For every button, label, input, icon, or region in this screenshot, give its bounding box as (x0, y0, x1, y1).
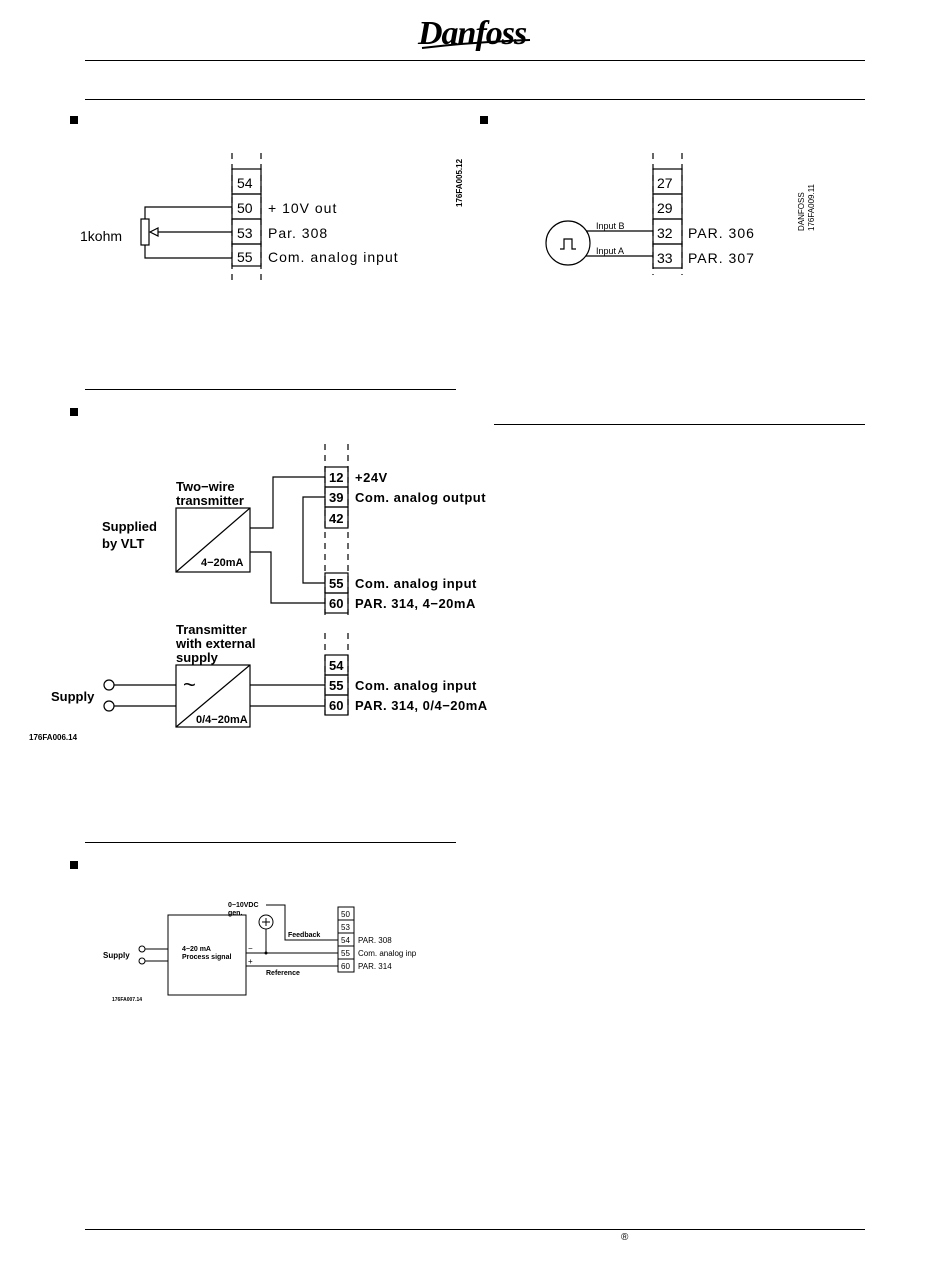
terminal-50: 50 (237, 200, 253, 216)
terminal-33: 33 (657, 250, 673, 266)
terminal-32: 32 (657, 225, 673, 241)
section-bullet (70, 408, 78, 416)
label-10v-out: + 10V out (268, 200, 337, 216)
label-com-analog-input: Com. analog input (355, 576, 477, 591)
drawing-code-danfoss: DANFOSS (797, 192, 806, 231)
terminal-12: 12 (329, 470, 343, 485)
label-par-308: Par. 308 (268, 225, 328, 241)
terminal-53: 53 (237, 225, 253, 241)
section-bullet (70, 116, 78, 124)
drawing-code: 176FA009.11 (807, 183, 816, 231)
label-com-analog-output: Com. analog output (355, 490, 486, 505)
label-par-306: PAR. 306 (688, 225, 755, 241)
section-rule (494, 424, 865, 425)
drawing-code: 176FA005.12 (455, 158, 464, 207)
header-rule (85, 60, 865, 61)
transmitter-diagram: 12 39 42 55 60 +24V Com. analog output C… (29, 444, 488, 742)
label-par-314: PAR. 314, 4−20mA (355, 596, 476, 611)
label-par-307: PAR. 307 (688, 250, 755, 266)
terminal-42: 42 (329, 511, 343, 526)
minus-sign: − (248, 944, 253, 953)
terminal-55: 55 (329, 576, 343, 591)
label-input-b: Input B (596, 221, 625, 231)
label-gen: gen. (228, 910, 242, 917)
terminal-54: 54 (341, 936, 350, 945)
section-rule (85, 389, 456, 390)
label-com-analog-input: Com. analog input (268, 249, 399, 265)
footer-rule (85, 1229, 865, 1230)
danfoss-logo: Danfoss (412, 12, 538, 56)
terminal-53: 53 (341, 923, 350, 932)
drawing-code: 176FA006.14 (29, 733, 78, 742)
label-4-20-ma: 4−20 mA (182, 946, 211, 953)
registered-mark: ® (621, 1232, 629, 1243)
section-bullet (480, 116, 488, 124)
potentiometer-diagram: 54 50 53 55 + 10V out Par. 308 Com. anal… (80, 153, 464, 285)
terminal-50: 50 (341, 910, 350, 919)
section-bullet (70, 861, 78, 869)
label-24v: +24V (355, 470, 388, 485)
label-par-314: PAR. 314, 0/4−20mA (355, 698, 488, 713)
terminal-54: 54 (329, 658, 344, 673)
tilde-symbol: ~ (183, 672, 196, 697)
label-supply: Supply (103, 951, 130, 960)
label-with-external: with external (175, 636, 255, 651)
terminal-55: 55 (237, 249, 253, 265)
terminal-54: 54 (237, 175, 253, 191)
label-two-wire: Two−wire (176, 479, 235, 494)
label-transmitter: Transmitter (176, 622, 247, 637)
terminal-60: 60 (329, 596, 343, 611)
label-com-analog-inp: Com. analog inp (358, 949, 417, 958)
label-by-vlt: by VLT (102, 536, 144, 551)
label-par-314: PAR. 314 (358, 962, 392, 971)
label-4-20ma: 4−20mA (201, 557, 244, 569)
plus-sign: + (248, 957, 253, 966)
label-supply: Supply (51, 689, 95, 704)
label-com-analog-input: Com. analog input (355, 678, 477, 693)
label-0-10vdc: 0−10VDC (228, 902, 259, 909)
section-rule (85, 99, 865, 100)
label-0-4-20ma: 0/4−20mA (196, 714, 248, 726)
section-rule (85, 842, 456, 843)
label-process-signal: Process signal (182, 954, 231, 961)
terminal-60: 60 (341, 962, 350, 971)
terminal-55: 55 (329, 678, 343, 693)
pulse-input-diagram: 27 29 32 33 PAR. 306 PAR. 307 Input B In… (545, 153, 816, 275)
label-feedback: Feedback (288, 932, 320, 939)
label-par-308: PAR. 308 (358, 936, 392, 945)
terminal-60: 60 (329, 698, 343, 713)
terminal-27: 27 (657, 175, 673, 191)
label-supplied: Supplied (102, 519, 157, 534)
terminal-29: 29 (657, 200, 673, 216)
terminal-55: 55 (341, 949, 350, 958)
label-reference: Reference (266, 970, 300, 977)
label-transmitter: transmitter (176, 493, 244, 508)
terminal-39: 39 (329, 490, 343, 505)
drawing-code: 176FA007.14 (112, 997, 142, 1003)
label-supply: supply (176, 650, 219, 665)
label-input-a: Input A (596, 246, 624, 256)
label-1kohm: 1kohm (80, 228, 122, 244)
process-signal-diagram: 0−10VDC gen. Feedback Reference 4−20 mA … (103, 902, 417, 1003)
